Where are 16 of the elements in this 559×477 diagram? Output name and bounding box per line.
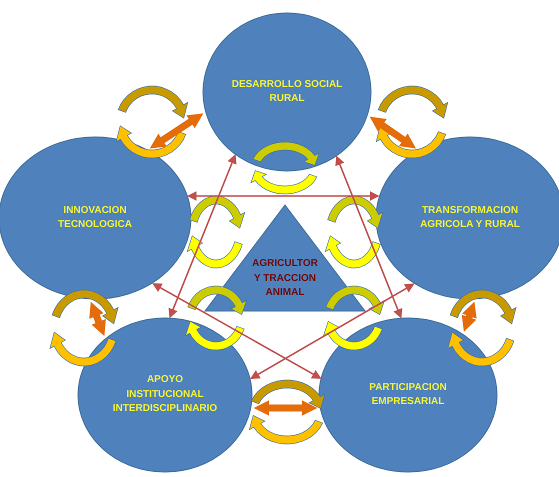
double-arrow: [370, 116, 416, 149]
double-arrow: [89, 302, 106, 336]
double-arrow: [168, 154, 236, 318]
node-label: INNOVACION TECNOLOGICA: [57, 204, 133, 232]
double-arrow: [462, 302, 477, 332]
double-arrow: [152, 283, 322, 379]
double-arrow: [187, 191, 380, 201]
node-label: PARTICIPACION EMPRESARIAL: [368, 380, 448, 409]
double-arrow: [150, 113, 204, 149]
double-arrow: [254, 400, 318, 416]
node-label: TRANSFORMACION AGRICOLA Y RURAL: [419, 204, 521, 232]
node-label: DESARROLLO SOCIAL RURAL: [230, 78, 344, 106]
double-arrow: [250, 284, 415, 380]
double-arrow: [335, 156, 402, 319]
node-label: APOYO INSTITUCIONAL INTERDISCIPLINARIO: [112, 373, 218, 416]
node-label: AGRICULTOR Y TRACCION ANIMAL: [251, 257, 319, 300]
